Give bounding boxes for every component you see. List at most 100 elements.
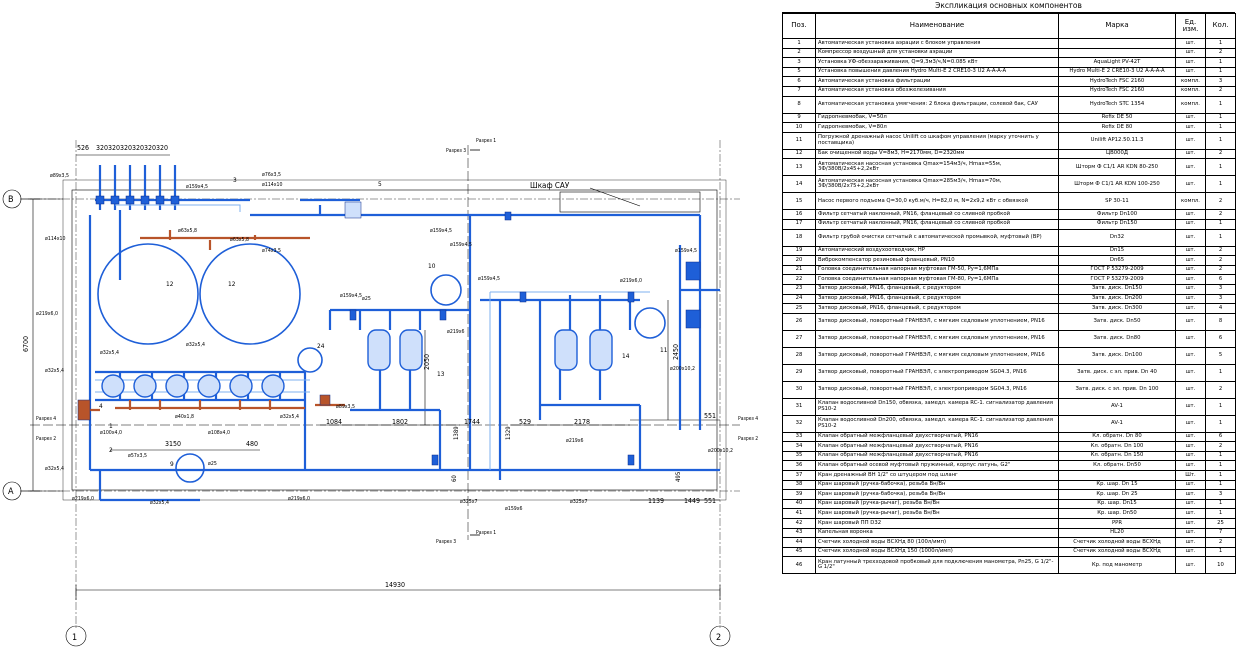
spec-cell-qty: 8 [1205, 312, 1236, 331]
section-1-bottom: Разрез 1 [476, 530, 496, 536]
spec-cell-name: Гидропневмобак, V=80л [815, 122, 1059, 133]
position-mark: 1 [109, 422, 113, 430]
spec-cell-qty: 2 [1205, 264, 1236, 276]
header-brand: Марка [1058, 13, 1176, 39]
spec-cell-unit: шт. [1175, 527, 1206, 539]
spec-cell-name: Счетчик холодной воды ВСХНд 150 (1000л/и… [815, 546, 1059, 558]
spec-cell-brand: HydroTech FSC 2160 [1058, 76, 1176, 87]
spec-cell-unit: шт. [1175, 175, 1206, 194]
pipe-label: ø159х4,5 [675, 248, 697, 254]
spec-cell-name: Затвор дисковый, поворотный ГРАНВЭЛ, с м… [815, 346, 1059, 365]
section-1-top: Разрез 1 [476, 138, 496, 144]
spec-cell-qty: 1 [1205, 397, 1236, 416]
spec-cell-unit: компл. [1175, 192, 1206, 211]
spec-cell-unit: шт. [1175, 431, 1206, 443]
section-4-right: Разрез 4 [738, 416, 758, 422]
spec-cell-brand: Затв. диск. с эл. прив. Dn 100 [1058, 380, 1176, 399]
pipe-label: ø114х10 [262, 182, 282, 188]
spec-cell-name: Автоматическая установка аэрации с блоко… [815, 38, 1059, 49]
pipe-label: ø63х5,8 [178, 228, 197, 234]
valve-markers [77, 195, 701, 466]
spec-cell-name: Автоматическая насосная установка Qmax=2… [815, 175, 1059, 194]
position-mark: 24 [317, 342, 325, 350]
spec-cell-unit: шт. [1175, 363, 1206, 382]
spec-cell-name: Автоматическая установка фильтрации [815, 76, 1059, 87]
pipe-label: ø89х3,5 [336, 404, 355, 410]
spec-cell-name: Установка повышения давления Hydro Multi… [815, 66, 1059, 78]
spec-cell-qty: 2 [1205, 85, 1236, 97]
spec-cell-pos: 45 [782, 546, 816, 558]
spec-cell-unit: шт. [1175, 546, 1206, 558]
spec-cell-qty: 1 [1205, 131, 1236, 150]
spec-cell-pos: 27 [782, 329, 816, 348]
spec-cell-qty: 1 [1205, 450, 1236, 462]
spec-cell-brand: Кр. шар. Dn 25 [1058, 489, 1176, 500]
spec-cell-unit: шт. [1175, 255, 1206, 266]
pipe-label: ø219х6,0 [288, 496, 310, 502]
spec-cell-pos: 36 [782, 460, 816, 472]
spec-cell-brand: Кл. обратн. Dn 80 [1058, 431, 1176, 443]
dim-label: 1802 [392, 418, 408, 426]
dim-label: 495 [675, 472, 682, 482]
spec-cell-brand: Затв. диск. Dn200 [1058, 293, 1176, 305]
position-mark: 3 [233, 176, 237, 184]
spec-cell-name: Счетчик холодной воды ВСХНд 80 (100л/имп… [815, 537, 1059, 548]
spec-cell-qty: 10 [1205, 556, 1236, 575]
spec-cell-brand: Кр. шар. Dn15 [1058, 498, 1176, 510]
spec-cell-name: Кран шаровый (ручка-бабочка), резьба Вн/… [815, 489, 1059, 500]
spec-cell-name: Затвор дисковый, PN16, фланцевый, с реду… [815, 303, 1059, 314]
spec-cell-pos: 17 [782, 218, 816, 230]
pipe-label: ø159х6 [505, 506, 523, 512]
spec-cell-qty: 2 [1205, 537, 1236, 548]
spec-cell-unit: шт. [1175, 228, 1206, 247]
tank-12-right [199, 243, 301, 345]
tank-24 [297, 347, 323, 373]
spec-cell-name: Кран дренажный ВН 1/2" со штуцером под ш… [815, 470, 1059, 481]
spec-cell-name: Головка соединительная напорная муфтовая… [815, 274, 1059, 285]
filter-vessels [101, 329, 613, 398]
spec-cell-brand: Unilift AP12.50.11.3 [1058, 131, 1176, 150]
dim-label: 2050 [423, 354, 431, 370]
spec-cell-brand: HydroTech FSC 2160 [1058, 85, 1176, 97]
section-3-top: Разрез 3 [446, 148, 466, 154]
spec-cell-brand: Затв. диск. Dn80 [1058, 329, 1176, 348]
spec-cell-brand: AquaLight PV-42T [1058, 57, 1176, 68]
pipe-label: ø108х4,0 [208, 430, 230, 436]
spec-cell-qty: 1 [1205, 66, 1236, 78]
pipe-label: ø159х4,5 [340, 293, 362, 299]
pipe-label: ø200х10,2 [708, 448, 733, 454]
dim-top-7: 320 [156, 144, 168, 152]
dim-top-5: 320 [132, 144, 144, 152]
spec-cell-qty: 6 [1205, 274, 1236, 285]
spec-cell-brand: Refix DE 50 [1058, 112, 1176, 124]
dim-top-1: 526 [77, 144, 89, 152]
spec-cell-unit: шт. [1175, 218, 1206, 230]
spec-cell-pos: 11 [782, 131, 816, 150]
spec-cell-brand: Dn65 [1058, 255, 1176, 266]
pipe-label: ø219х6 [566, 438, 584, 444]
spec-cell-pos: 25 [782, 303, 816, 314]
pipe-label: ø76х3,5 [262, 172, 281, 178]
dim-label: 551 [704, 412, 716, 420]
spec-cell-unit: шт. [1175, 508, 1206, 520]
